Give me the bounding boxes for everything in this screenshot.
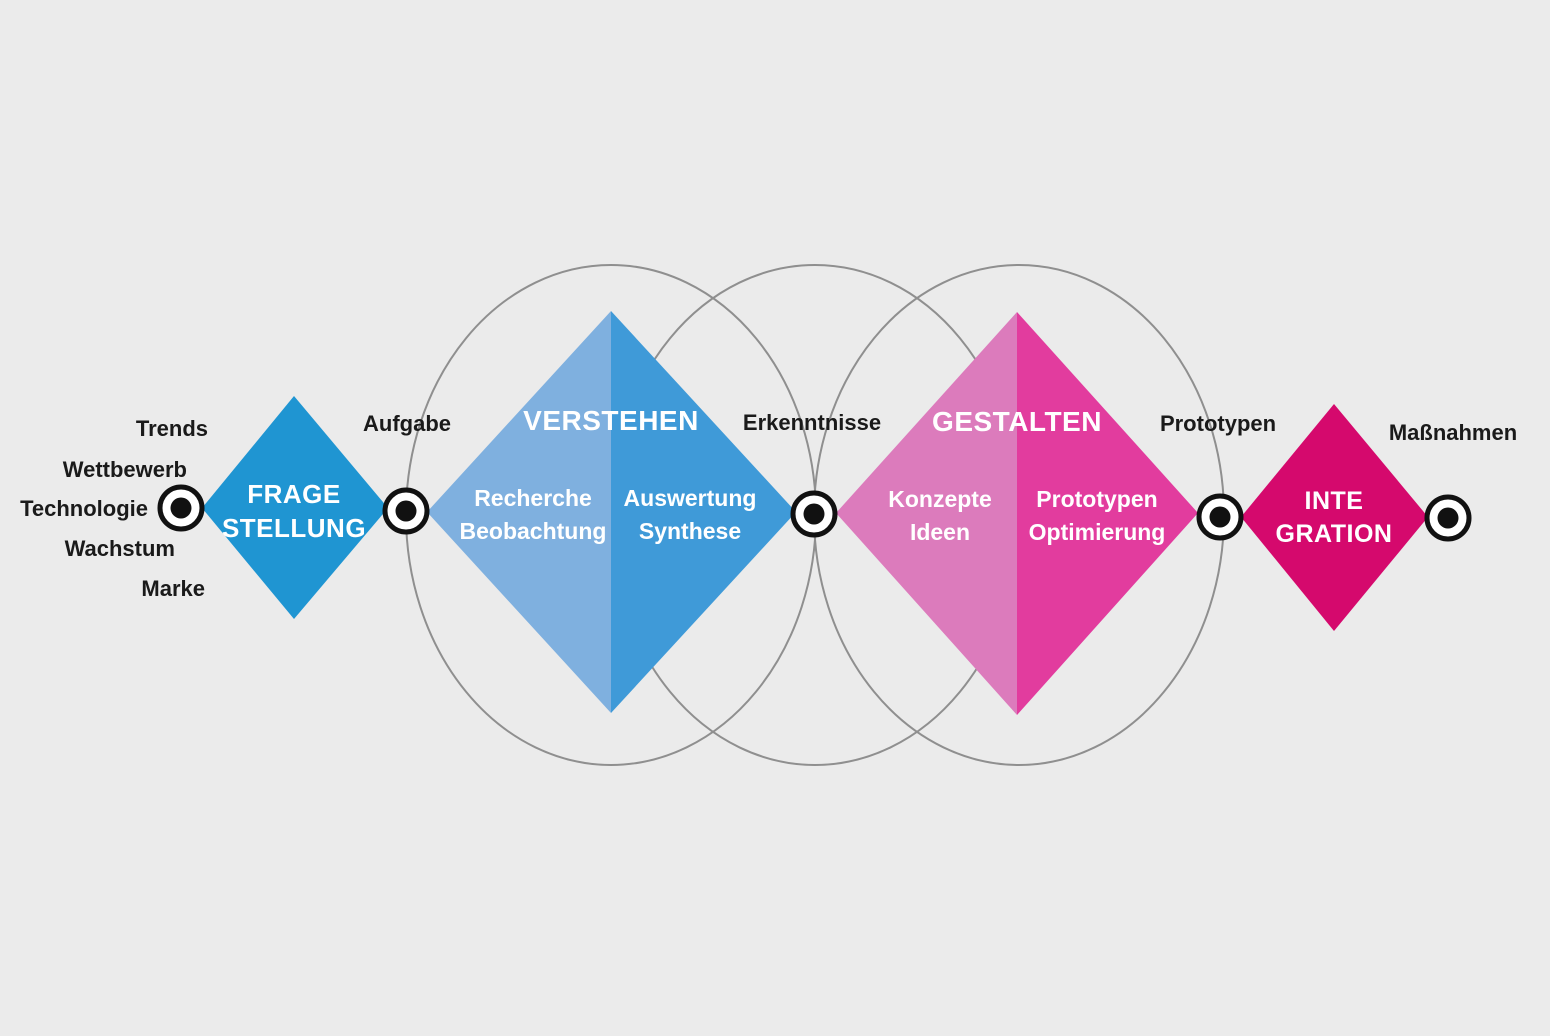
- diamond-gestalten-left-half: [836, 312, 1017, 715]
- stage-verstehen-title: VERSTEHEN: [523, 405, 699, 436]
- stage-fragestellung-title-line1: FRAGE: [247, 479, 341, 509]
- stage-integration-title-line1: INTE: [1305, 487, 1364, 515]
- gestalten-right-label-line1: Prototypen: [1036, 486, 1157, 512]
- milestone-label-prototypen: Prototypen: [1160, 411, 1276, 436]
- diamond-integration: [1241, 404, 1428, 631]
- node-dot: [1437, 507, 1459, 529]
- gestalten-right-label-line2: Optimierung: [1029, 519, 1166, 545]
- diamond-verstehen-left-half: [427, 311, 611, 713]
- milestone-label-erkenntnisse: Erkenntnisse: [743, 410, 881, 435]
- node-massnahmen: [1424, 494, 1472, 542]
- context-input-wettbewerb: Wettbewerb: [63, 457, 187, 482]
- diamond-fragestellung: [202, 396, 388, 619]
- gestalten-left-label-line2: Ideen: [910, 519, 970, 545]
- milestone-label-aufgabe: Aufgabe: [363, 411, 451, 436]
- stage-gestalten-title: GESTALTEN: [932, 406, 1102, 437]
- node-dot: [170, 497, 192, 519]
- node-start: [157, 484, 205, 532]
- verstehen-right-label-line1: Auswertung: [624, 485, 757, 511]
- node-dot: [1209, 506, 1231, 528]
- node-erkenntnisse: [790, 490, 838, 538]
- node-prototypen: [1196, 493, 1244, 541]
- context-input-technologie: Technologie: [20, 496, 148, 521]
- node-aufgabe: [382, 487, 430, 535]
- node-dot: [395, 500, 417, 522]
- context-input-wachstum: Wachstum: [65, 536, 175, 561]
- diamond-verstehen-right-half: [611, 311, 796, 713]
- verstehen-left-label-line2: Beobachtung: [460, 518, 607, 544]
- stage-integration-title-line2: GRATION: [1276, 520, 1393, 548]
- verstehen-right-label-line2: Synthese: [639, 518, 741, 544]
- milestone-label-massnahmen: Maßnahmen: [1389, 420, 1517, 445]
- node-dot: [803, 503, 825, 525]
- gestalten-left-label-line1: Konzepte: [888, 486, 992, 512]
- stage-fragestellung-title-line2: STELLUNG: [222, 513, 366, 543]
- verstehen-left-label-line1: Recherche: [474, 485, 592, 511]
- context-input-marke: Marke: [141, 576, 205, 601]
- context-input-trends: Trends: [136, 416, 208, 441]
- diamond-gestalten-right-half: [1017, 312, 1198, 715]
